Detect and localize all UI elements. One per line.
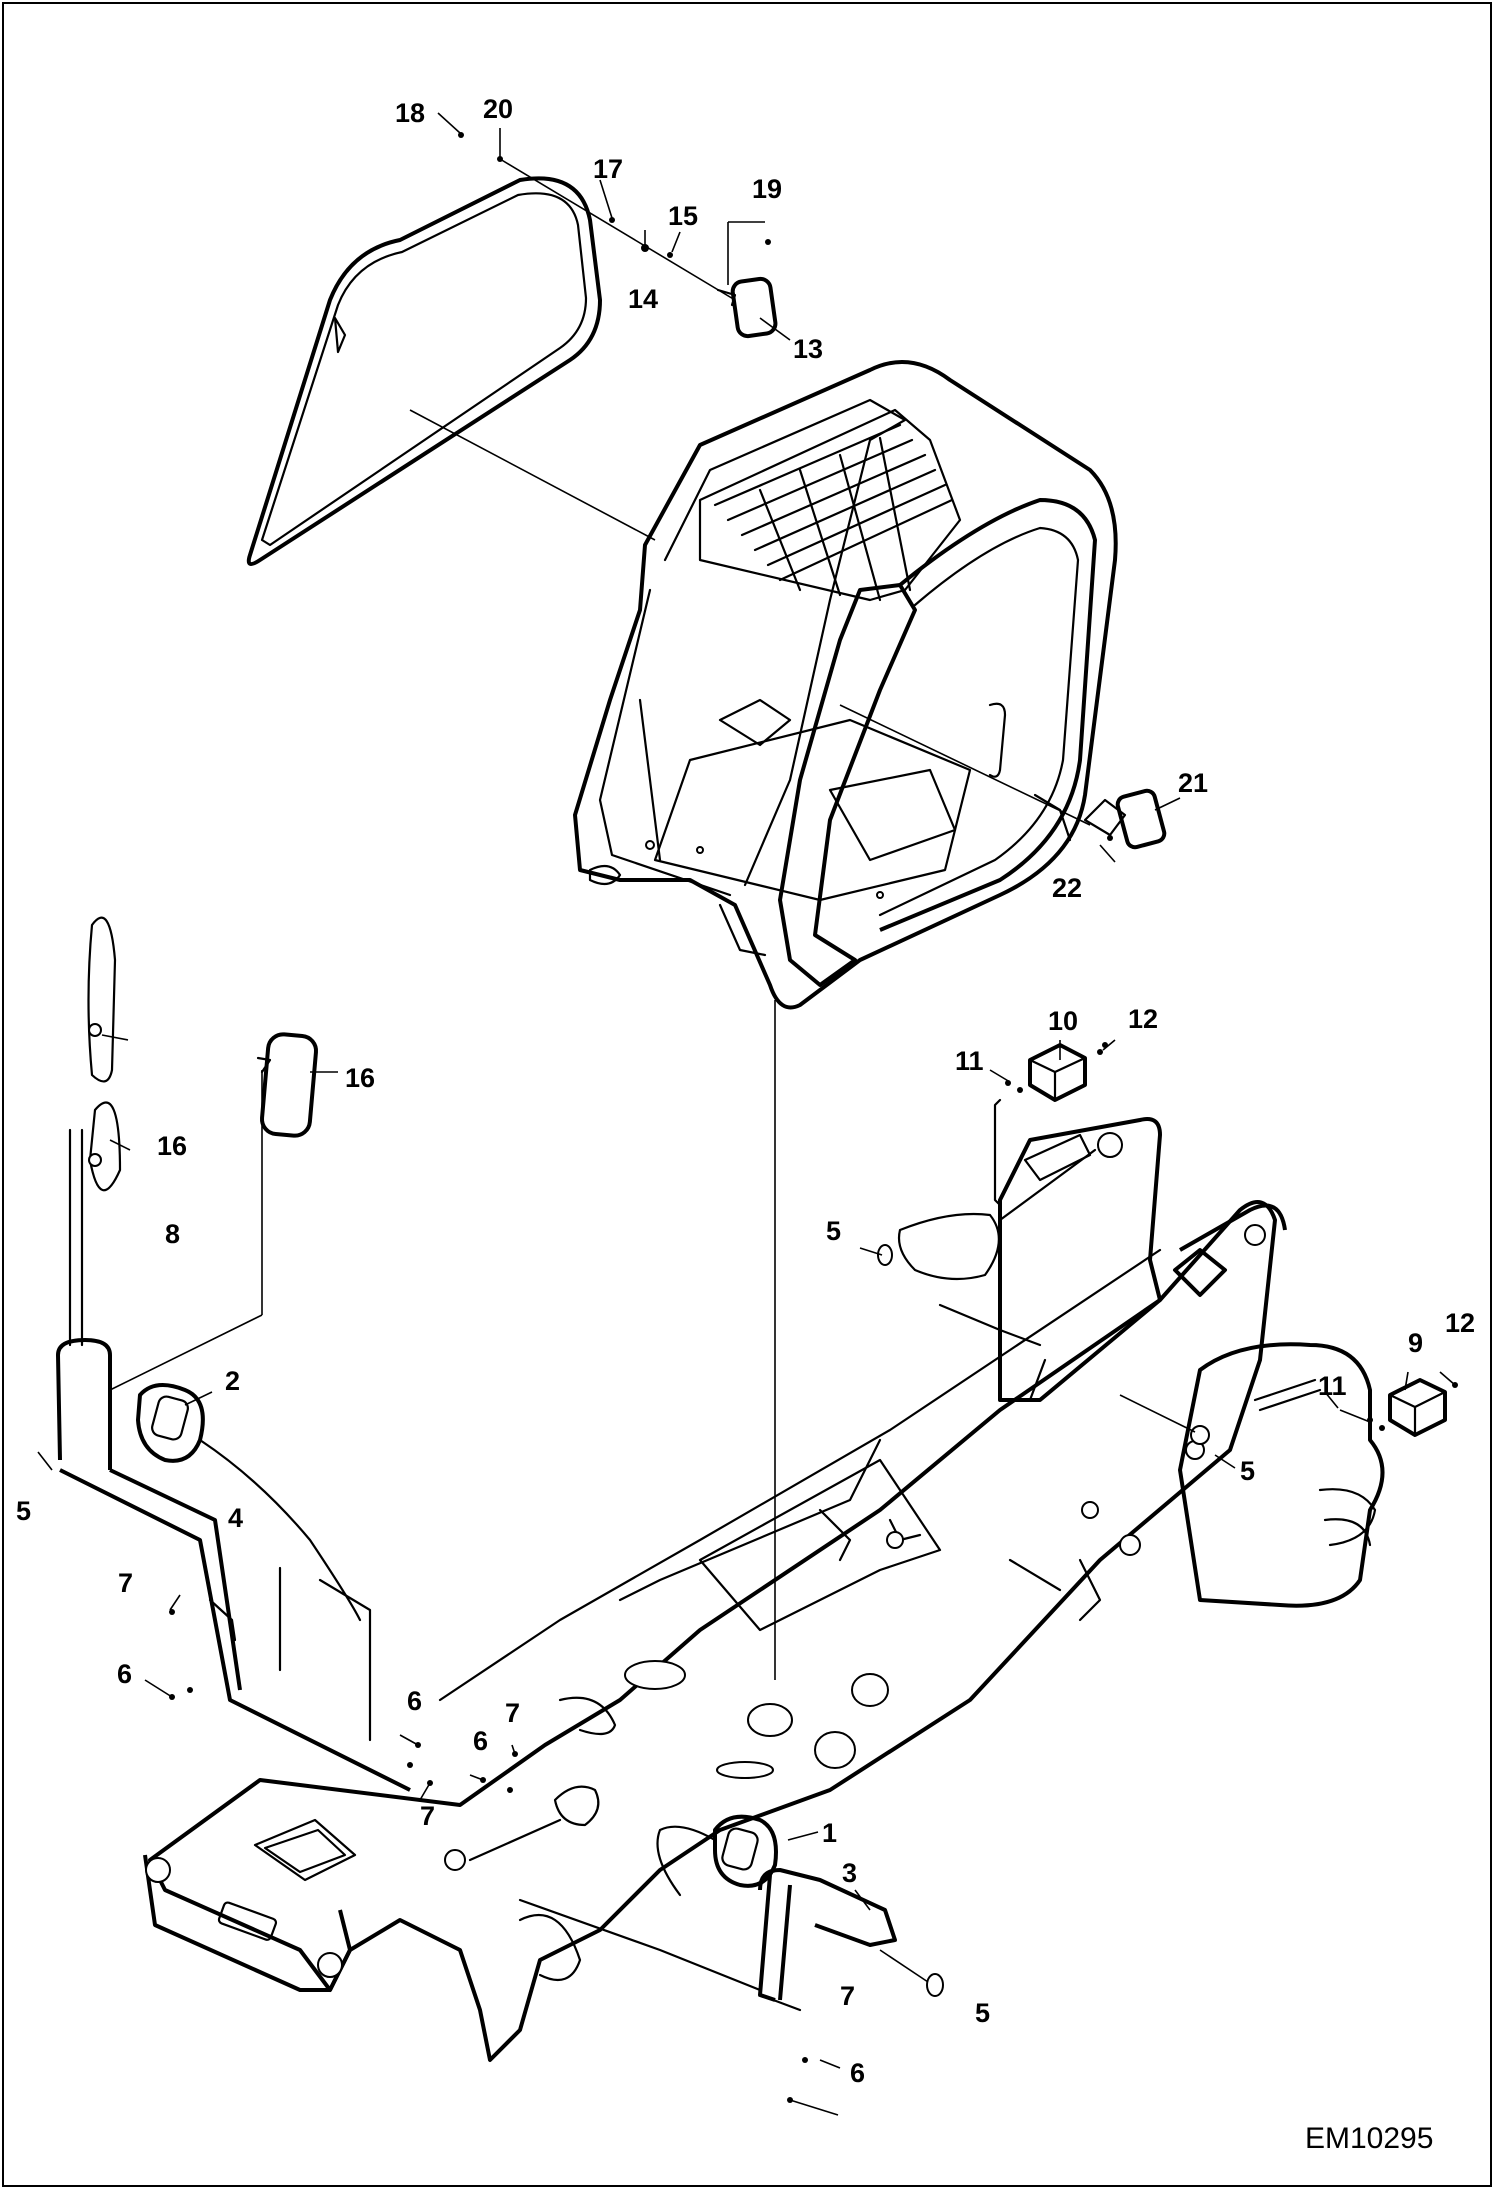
callout-7-mid: 7 <box>420 1801 435 1831</box>
callout-21: 21 <box>1178 768 1208 798</box>
callout-3: 3 <box>842 1858 857 1888</box>
callout-6-bottom: 6 <box>850 2058 865 2088</box>
leader-lines <box>37 112 1456 2116</box>
callout-12-top: 12 <box>1128 1004 1158 1034</box>
callout-7-bottom: 7 <box>840 1981 855 2011</box>
callout-19: 19 <box>752 174 782 204</box>
callout-11-top: 11 <box>955 1046 984 1076</box>
callouts: 1 2 3 4 5 5 5 5 6 6 6 6 7 7 7 7 8 9 10 1… <box>16 94 1475 2088</box>
callout-2: 2 <box>225 1366 240 1396</box>
callout-16-left: 16 <box>157 1131 187 1161</box>
callout-5-top: 5 <box>826 1216 841 1246</box>
callout-1: 1 <box>822 1818 837 1848</box>
callout-11-right: 11 <box>1318 1371 1347 1401</box>
drawing-reference-code: EM10295 <box>1305 2122 1433 2155</box>
fasteners <box>169 1042 1108 2103</box>
leader-window <box>409 409 656 541</box>
callout-18: 18 <box>395 98 425 128</box>
callout-22: 22 <box>1052 873 1082 903</box>
plug-right <box>1190 1425 1210 1445</box>
callout-12-right: 12 <box>1445 1308 1475 1338</box>
callout-20: 20 <box>483 94 513 124</box>
operator-cab <box>573 360 1118 1010</box>
callout-8: 8 <box>165 1219 180 1249</box>
callout-6-left: 6 <box>117 1659 132 1689</box>
side-window-glass <box>246 176 602 566</box>
main-frame <box>143 1200 1277 2062</box>
callout-5-right: 5 <box>1240 1456 1255 1486</box>
callout-7-center: 7 <box>505 1698 520 1728</box>
callout-10: 10 <box>1048 1006 1078 1036</box>
callout-5-bottom: 5 <box>975 1998 990 2028</box>
callout-6-center: 6 <box>473 1726 488 1756</box>
callout-14: 14 <box>628 284 658 314</box>
work-light-left <box>136 1383 362 1622</box>
mirror-bracket-left <box>56 916 411 1792</box>
rear-view-mirror <box>458 132 778 339</box>
callout-7-left: 7 <box>118 1568 133 1598</box>
side-mirror <box>839 704 1167 850</box>
rear-view-mirror-large <box>109 1032 319 1391</box>
work-light-right <box>656 1814 778 1897</box>
front-axle-housing <box>1078 1342 1385 1622</box>
callout-6-mid: 6 <box>407 1686 422 1716</box>
callout-16-right: 16 <box>345 1063 375 1093</box>
frame-plug-top <box>859 1212 1000 1281</box>
callout-5-left: 5 <box>16 1496 31 1526</box>
marker-light-front <box>1339 1378 1458 1437</box>
callout-17: 17 <box>593 154 623 184</box>
callout-9: 9 <box>1408 1328 1423 1358</box>
callout-13: 13 <box>793 334 823 364</box>
callout-4: 4 <box>228 1503 243 1533</box>
roof-grill <box>698 408 962 602</box>
callout-15: 15 <box>668 201 698 231</box>
boom-arm <box>938 1117 1287 1592</box>
